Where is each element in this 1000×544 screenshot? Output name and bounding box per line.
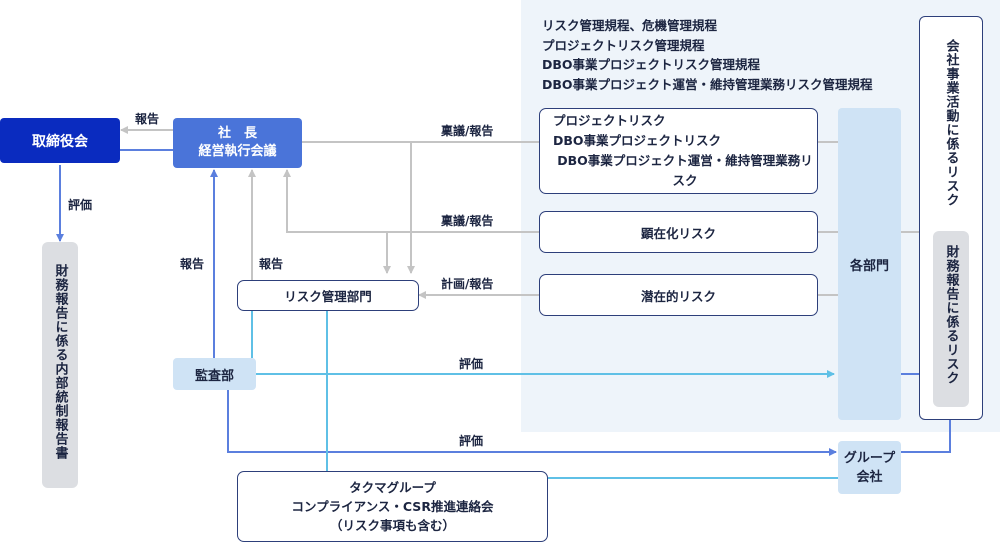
group-label-line1: グループ — [843, 450, 896, 466]
committee-line: コンプライアンス・CSR推進連絡会 — [291, 499, 494, 514]
label-proposal-report-1: 稟議/報告 — [441, 124, 494, 138]
president-box: 社 長 経営執行会議 — [173, 118, 302, 168]
policy-item: プロジェクトリスク管理規程 — [542, 37, 705, 53]
project-risk-item: DBO事業プロジェクト運営・維持管理業務リスク — [557, 153, 813, 188]
committee-line: （リスク事項も含む） — [329, 518, 455, 533]
compliance-committee-box: タクマグループ コンプライアンス・CSR推進連絡会 （リスク事項も含む） — [237, 471, 548, 542]
policy-item: DBO事業プロジェクトリスク管理規程 — [542, 57, 761, 72]
committee-line: タクマグループ — [349, 480, 436, 495]
label-report-audit: 報告 — [180, 257, 205, 271]
group-companies-box: グループ 会社 — [838, 441, 901, 494]
arrow-manifest-proposal — [283, 169, 539, 233]
label-plan-report: 計画/報告 — [441, 277, 494, 291]
label-report-to-board: 報告 — [135, 112, 160, 126]
board-label: 取締役会 — [32, 133, 88, 150]
manifest-risk-label: 顕在化リスク — [640, 225, 716, 241]
internal-control-report-label: 財務報告に係る内部統制報告書 — [52, 264, 68, 460]
audit-dept-label: 監査部 — [194, 368, 234, 384]
label-proposal-report-2: 稟議/報告 — [441, 214, 494, 228]
business-activity-risk-box: 会社事業活動に係るリスク 財務報告に係るリスク — [919, 16, 983, 420]
audit-dept-box: 監査部 — [173, 358, 256, 390]
business-activity-risk-label: 会社事業活動に係るリスク — [943, 39, 959, 207]
internal-control-report-box: 財務報告に係る内部統制報告書 — [42, 242, 78, 488]
financial-reporting-risk-box: 財務報告に係るリスク — [933, 231, 969, 407]
board-of-directors-box: 取締役会 — [0, 118, 120, 163]
project-risk-item: DBO事業プロジェクトリスク — [553, 133, 722, 148]
manifest-risk-box: 顕在化リスク — [539, 211, 818, 253]
departments-box: 各部門 — [838, 108, 901, 420]
policy-item: リスク管理規程、危機管理規程 — [542, 18, 718, 33]
executive-meeting-label: 経営執行会議 — [198, 144, 277, 159]
risk-management-dept-box: リスク管理部門 — [237, 280, 419, 311]
latent-risk-box: 潜在的リスク — [539, 274, 818, 316]
line-group-financial — [901, 405, 951, 453]
label-evaluation-board: 評価 — [68, 198, 93, 212]
label-evaluation-depts: 評価 — [459, 357, 484, 371]
risk-management-dept-label: リスク管理部門 — [284, 289, 372, 304]
label-evaluation-group: 評価 — [459, 434, 484, 448]
latent-risk-label: 潜在的リスク — [640, 288, 716, 304]
label-report-riskdept: 報告 — [259, 257, 284, 271]
departments-label: 各部門 — [849, 258, 889, 274]
financial-reporting-risk-label: 財務報告に係るリスク — [943, 245, 959, 385]
group-label-line2: 会社 — [856, 469, 883, 485]
policy-list: リスク管理規程、危機管理規程 プロジェクトリスク管理規程 DBO事業プロジェクト… — [542, 16, 873, 94]
president-label: 社 長 — [217, 126, 257, 141]
project-risk-box: プロジェクトリスク DBO事業プロジェクトリスク DBO事業プロジェクト運営・維… — [539, 108, 818, 194]
policy-item: DBO事業プロジェクト運営・維持管理業務リスク管理規程 — [542, 76, 873, 92]
arrow-audit-group — [227, 390, 837, 456]
project-risk-item: プロジェクトリスク — [553, 113, 666, 128]
